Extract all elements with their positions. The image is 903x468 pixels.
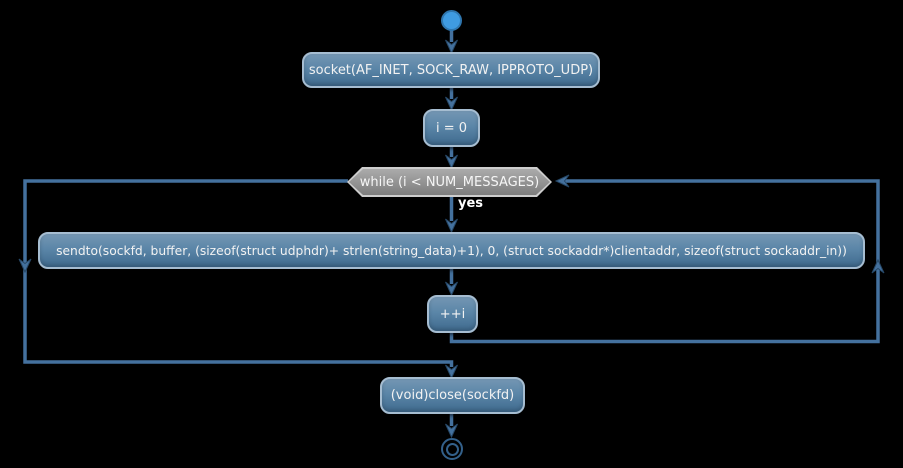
arrowhead-increment	[445, 281, 458, 297]
end-node	[441, 438, 463, 460]
arrowhead-socket	[445, 39, 458, 55]
arrowhead-init	[445, 96, 458, 112]
activity-increment: ++i	[427, 295, 478, 333]
activity-init-label: i = 0	[435, 120, 468, 136]
start-node	[441, 10, 462, 31]
end-node-inner-ring	[445, 442, 459, 456]
activity-increment-label: ++i	[439, 306, 466, 322]
while-condition-label: while (i < NUM_MESSAGES)	[359, 174, 540, 190]
arrowhead-while-right	[554, 174, 570, 188]
activity-sendto-call: sendto(sockfd, buffer, (sizeof(struct ud…	[38, 232, 865, 269]
arrowhead-sendto	[445, 218, 458, 234]
activity-close-label: (void)close(sockfd)	[390, 388, 515, 403]
arrowhead-loopback-up	[871, 258, 885, 274]
while-condition-hexagon-fill: while (i < NUM_MESSAGES)	[349, 169, 550, 195]
activity-socket-label: socket(AF_INET, SOCK_RAW, IPPROTO_UDP)	[308, 62, 594, 78]
activity-init-counter: i = 0	[423, 109, 480, 147]
arrowhead-while-top	[445, 154, 458, 170]
arrowhead-end	[445, 423, 458, 439]
arrowhead-exit-down	[18, 258, 32, 274]
loop-yes-label: yes	[458, 196, 484, 211]
edge-loopback	[449, 179, 880, 344]
activity-close-call: (void)close(sockfd)	[380, 377, 525, 414]
while-condition-hexagon: while (i < NUM_MESSAGES)	[347, 167, 552, 197]
activity-sendto-label: sendto(sockfd, buffer, (sizeof(struct ud…	[56, 243, 847, 258]
arrowhead-close	[445, 364, 458, 380]
activity-socket-call: socket(AF_INET, SOCK_RAW, IPPROTO_UDP)	[302, 52, 600, 88]
edge-while-exit	[23, 179, 454, 367]
